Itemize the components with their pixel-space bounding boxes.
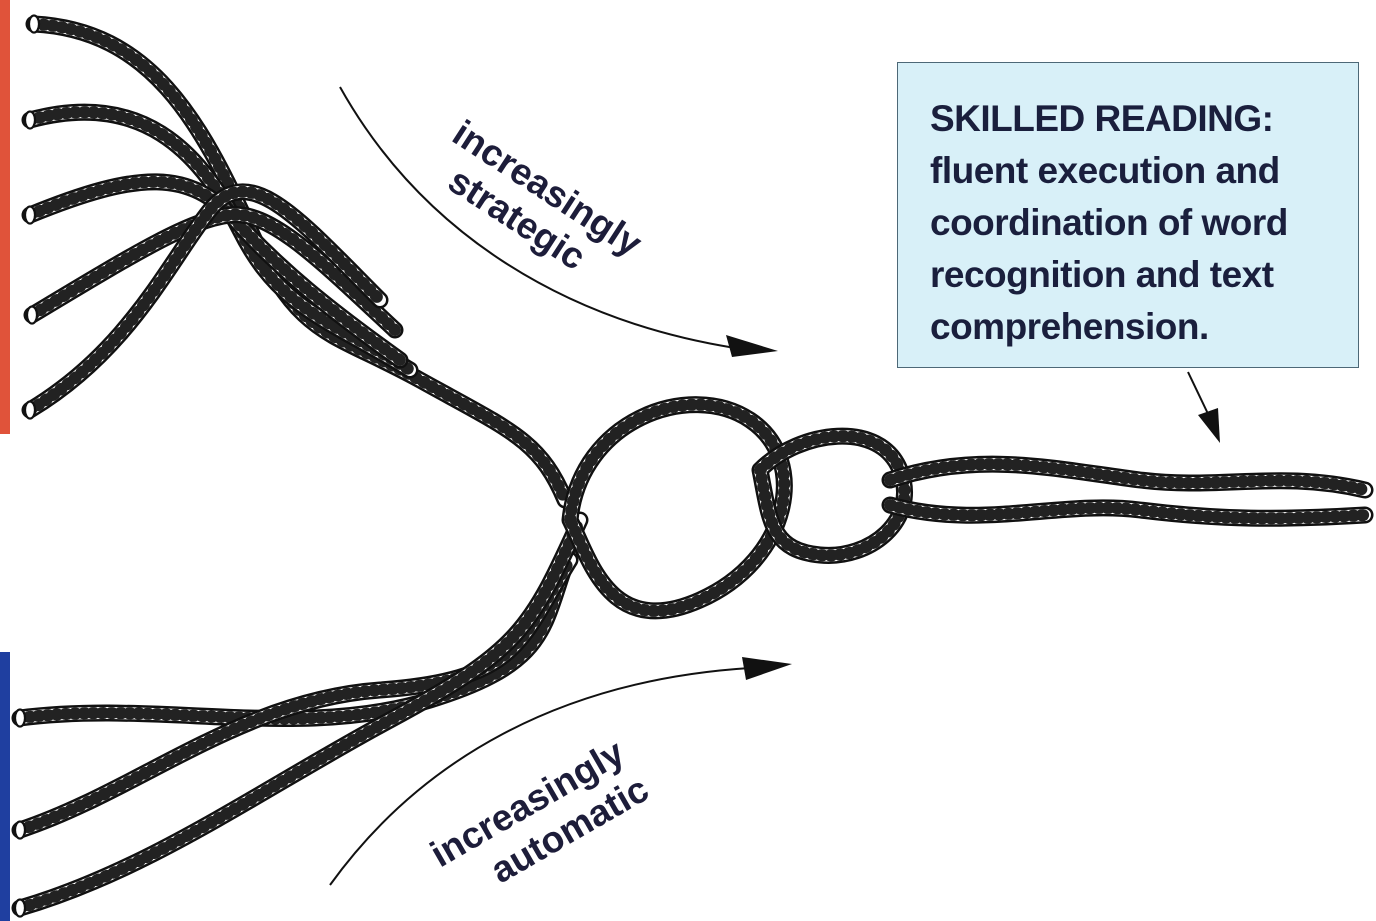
rope-end-caps	[15, 16, 39, 917]
box-pointer-arrow	[1188, 372, 1220, 443]
skilled-reading-text: SKILLED READING: fluent execution and co…	[930, 93, 1340, 353]
curved-arrow-icon	[726, 335, 778, 357]
rope-strand-6	[20, 540, 575, 719]
rope-strand-6	[20, 540, 575, 719]
skilled-line-3: coordination of word	[930, 202, 1288, 243]
skilled-line-2: fluent execution and	[930, 150, 1280, 191]
automatic-label: increasingly automatic	[424, 730, 656, 913]
rope-end-cap	[27, 307, 37, 324]
curved-arrow-icon	[742, 657, 792, 680]
skilled-line-5: comprehension.	[930, 306, 1209, 347]
skilled-line-1: SKILLED READING:	[930, 98, 1274, 139]
skilled-reading-box: SKILLED READING: fluent execution and co…	[897, 62, 1359, 368]
skilled-line-4: recognition and text	[930, 254, 1274, 295]
rope-end-cap	[29, 16, 39, 33]
rope-end-cap	[15, 822, 25, 839]
rope-end-cap	[15, 900, 25, 917]
rope-end-cap	[25, 112, 35, 129]
strategic-label: increasingly strategic	[423, 112, 650, 299]
rope-strand-7	[20, 560, 570, 830]
rope-strand-6	[20, 540, 575, 719]
rope-end-cap	[25, 207, 35, 224]
arrow-down-icon	[1198, 408, 1220, 443]
rope-end-cap	[15, 710, 25, 727]
rope-end-cap	[25, 402, 35, 419]
